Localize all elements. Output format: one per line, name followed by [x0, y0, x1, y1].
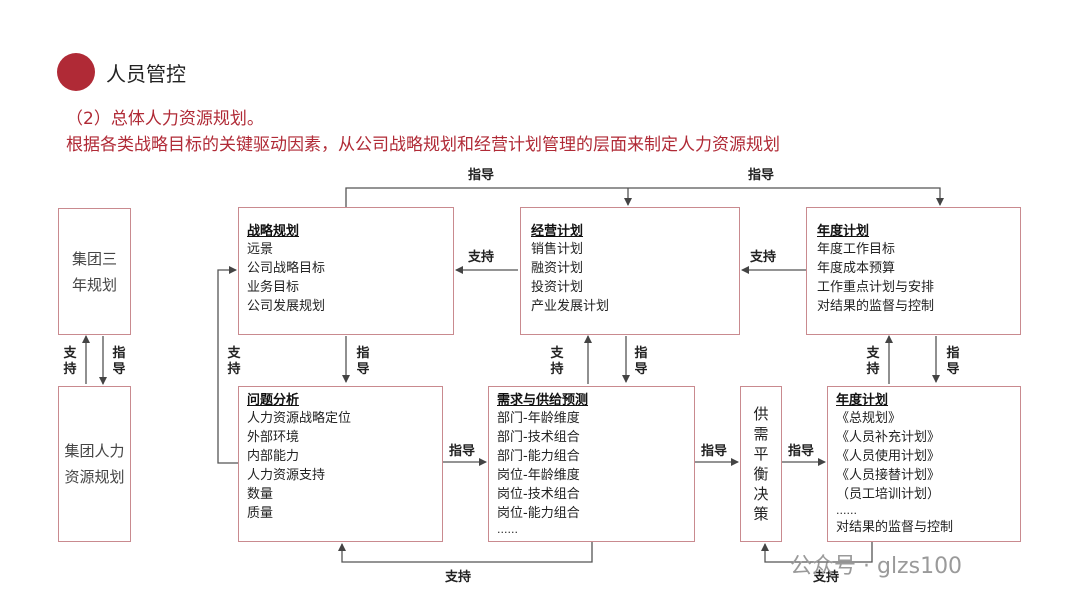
annual-plan-heading: 年度计划: [817, 224, 870, 239]
title-bullet-icon: [57, 53, 95, 91]
page-title: 人员管控: [106, 62, 186, 86]
support-label: 支持: [550, 346, 564, 377]
strategy-item: 公司发展规划: [247, 299, 326, 314]
strategy-item: 公司战略目标: [247, 261, 326, 276]
operation-item: 融资计划: [531, 261, 584, 276]
strategy-plan-box: 战略规划 远景 公司战略目标 业务目标 公司发展规划: [238, 207, 454, 335]
annual-item: 工作重点计划与安排: [817, 280, 935, 295]
demand-item: 部门-技术组合: [497, 430, 580, 445]
annual-plan-box: 年度计划 年度工作目标 年度成本预算 工作重点计划与安排 对结果的监督与控制: [806, 207, 1021, 335]
supply-demand-balance-box: 供需平衡决策: [740, 386, 782, 542]
subtitle: （2）总体人力资源规划。: [66, 109, 264, 129]
demand-supply-forecast-box: 需求与供给预测 部门-年龄维度 部门-技术组合 部门-能力组合 岗位-年龄维度 …: [488, 386, 695, 542]
watermark: 公众号 · glzs100: [790, 554, 963, 579]
guide-label: 指导: [356, 346, 370, 377]
description: 根据各类战略目标的关键驱动因素，从公司战略规划和经营计划管理的层面来制定人力资源…: [66, 135, 780, 155]
top-guide-label: 指导: [748, 168, 775, 183]
guide-label: 指导: [449, 444, 476, 459]
annual-item: 年度成本预算: [817, 261, 896, 276]
top-guide-label: 指导: [468, 168, 495, 183]
annual2-item: 《人员使用计划》: [836, 449, 941, 464]
demand-item: 岗位-技术组合: [497, 487, 580, 502]
strategy-item: 远景: [247, 242, 274, 257]
annual2-item: ......: [836, 504, 857, 517]
support-label: 支持: [468, 250, 495, 265]
guide-label: 指导: [634, 346, 648, 377]
problem-item: 数量: [247, 487, 274, 502]
annual2-item: 《人员补充计划》: [836, 430, 941, 445]
problem-item: 人力资源战略定位: [247, 411, 352, 426]
problem-item: 外部环境: [247, 430, 300, 445]
annual-plan-hr-box: 年度计划 《总规划》 《人员补充计划》 《人员使用计划》 《人员接替计划》 （员…: [827, 386, 1021, 542]
support-label: 支持: [866, 346, 880, 377]
demand-item: 部门-能力组合: [497, 449, 580, 464]
group-hr-plan-label: 集团人力资源规划: [64, 442, 125, 486]
annual-item: 对结果的监督与控制: [817, 299, 935, 314]
operation-plan-box: 经营计划 销售计划 融资计划 投资计划 产业发展计划: [520, 207, 740, 335]
annual2-item: 对结果的监督与控制: [836, 520, 954, 535]
demand-supply-heading: 需求与供给预测: [497, 393, 589, 408]
left-support-label: 支持: [63, 346, 77, 377]
bottom-support-label: 支持: [445, 570, 472, 585]
problem-analysis-box: 问题分析 人力资源战略定位 外部环境 内部能力 人力资源支持 数量 质量: [238, 386, 443, 542]
demand-item: 岗位-年龄维度: [497, 468, 580, 483]
problem-analysis-heading: 问题分析: [247, 393, 300, 408]
support-label: 支持: [227, 346, 241, 377]
supply-demand-balance-label: 供需平衡决策: [753, 405, 769, 523]
left-guide-label: 指导: [112, 346, 126, 377]
annual2-item: （员工培训计划）: [836, 487, 941, 502]
annual-plan-hr-heading: 年度计划: [836, 393, 889, 408]
guide-label: 指导: [701, 444, 728, 459]
problem-item: 内部能力: [247, 449, 300, 464]
group-three-year-plan-box: 集团三年规划: [58, 208, 131, 335]
group-three-year-plan-label: 集团三年规划: [71, 249, 117, 294]
problem-item: 质量: [247, 506, 274, 521]
operation-item: 产业发展计划: [531, 299, 610, 314]
support-label: 支持: [750, 250, 777, 265]
demand-item: ......: [497, 523, 518, 536]
demand-item: 岗位-能力组合: [497, 506, 580, 521]
guide-label: 指导: [946, 346, 960, 377]
annual2-item: 《人员接替计划》: [836, 468, 941, 483]
bottom-support-label: 支持: [813, 570, 840, 585]
operation-item: 投资计划: [531, 280, 584, 295]
annual2-item: 《总规划》: [836, 411, 902, 426]
group-hr-plan-box: 集团人力资源规划: [58, 386, 131, 542]
operation-plan-heading: 经营计划: [531, 224, 584, 239]
guide-label: 指导: [788, 444, 815, 459]
operation-item: 销售计划: [531, 242, 584, 257]
problem-item: 人力资源支持: [247, 468, 326, 483]
strategy-plan-heading: 战略规划: [247, 224, 300, 239]
annual-item: 年度工作目标: [817, 242, 896, 257]
demand-item: 部门-年龄维度: [497, 411, 580, 426]
strategy-item: 业务目标: [247, 280, 300, 295]
